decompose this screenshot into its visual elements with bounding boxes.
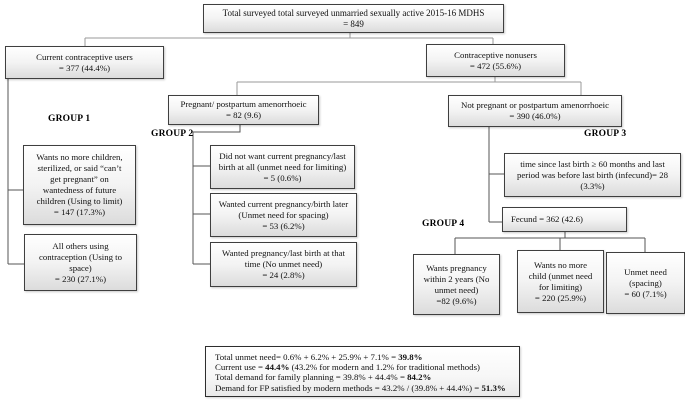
node-infecund: time since last birth ≥ 60 months and la… xyxy=(504,153,681,197)
node-wants-no-more-child: Wants no more child (unmet need for limi… xyxy=(517,250,604,313)
summary-line-unmet-need: Total unmet need= 0.6% + 6.2% + 25.9% + … xyxy=(215,352,423,362)
node-fecund: Fecund = 362 (42.6) xyxy=(502,207,627,232)
node-using-to-limit: Wants no more children, sterilized, or s… xyxy=(23,145,136,225)
node-unmet-need-limiting: Did not want current pregnancy/last birt… xyxy=(210,145,355,189)
node-no-unmet-need: Wanted pregnancy/last birth at that time… xyxy=(210,242,357,287)
group4-label: GROUP 4 xyxy=(422,219,465,229)
connector-nonusers-tree xyxy=(236,75,582,95)
group2-label: GROUP 2 xyxy=(151,129,194,139)
node-using-to-space: All others using contraception (Using to… xyxy=(24,234,137,291)
node-contraceptive-nonusers: Contraceptive nonusers = 472 (55.6%) xyxy=(426,44,565,77)
summary-line-fp-satisfied: Demand for FP satisfied by modern method… xyxy=(215,382,506,393)
group1-label: GROUP 1 xyxy=(48,114,91,124)
connector-group2-spine xyxy=(192,123,241,265)
node-current-users: Current contraceptive users = 377 (44.4%… xyxy=(5,46,164,79)
group3-label: GROUP 3 xyxy=(584,129,627,139)
node-unmet-need-spacing: Unmet need (spacing) = 60 (7.1%) xyxy=(606,252,685,314)
connector-group3-spine xyxy=(488,125,504,223)
connector-group4-tree xyxy=(454,232,646,254)
connector-top-tree xyxy=(84,31,494,46)
node-not-pregnant: Not pregnant or postpartum amenorrhoeic … xyxy=(448,95,622,127)
node-unmet-need-spacing-pregnancy: Wanted current pregnancy/birth later (Un… xyxy=(210,193,357,237)
node-pregnant-amenorrhoeic: Pregnant/ postpartum amenorrhoeic = 82 (… xyxy=(168,95,319,125)
summary-line-total-demand: Total demand for family planning = 39.8%… xyxy=(215,372,432,383)
connector-group1-spine xyxy=(7,77,24,265)
summary-box: Total unmet need= 0.6% + 6.2% + 25.9% + … xyxy=(205,346,520,397)
node-total-surveyed: Total surveyed total surveyed unmarried … xyxy=(203,4,504,33)
summary-line-current-use: Current use = 44.4% (43.2% for modern an… xyxy=(215,362,480,373)
node-wants-pregnancy-2yr: Wants pregnancy within 2 years (No unmet… xyxy=(413,254,500,315)
